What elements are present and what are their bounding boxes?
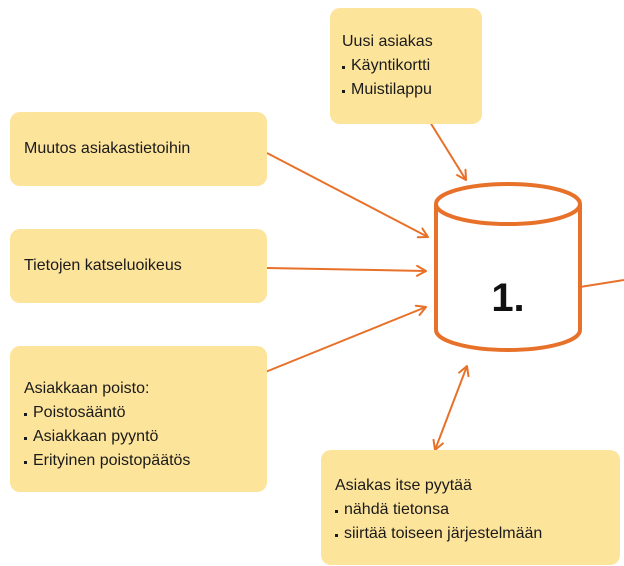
arrow-view [266,264,427,277]
list-item: siirtää toiseen järjestelmään [335,522,610,546]
customer-data-change-title: Muutos asiakastietoihin [24,140,191,157]
list-item: Käyntikortti [342,54,472,78]
list-item: Poistosääntö [24,401,257,425]
arrow-change [266,152,429,239]
arrow-delete [257,304,427,376]
customer-request-list: nähdä tietonsa siirtää toiseen järjestel… [335,498,610,546]
list-item: Muistilappu [342,78,472,102]
database-cylinder [434,182,582,352]
list-item: Erityinen poistopäätös [24,449,257,473]
new-customer-box: Uusi asiakas Käyntikortti Muistilappu [330,8,482,124]
new-customer-list: Käyntikortti Muistilappu [342,54,472,102]
arrow-new-customer [424,113,467,181]
view-rights-box: Tietojen katseluoikeus [10,229,267,303]
new-customer-title: Uusi asiakas [342,33,433,50]
customer-deletion-list: Poistosääntö Asiakkaan pyyntö Erityinen … [24,401,257,473]
arrow-request-bidirectional [432,365,470,451]
view-rights-title: Tietojen katseluoikeus [24,257,182,274]
list-item: nähdä tietonsa [335,498,610,522]
customer-request-title: Asiakas itse pyytää [335,476,472,494]
database-label: 1. [491,276,525,320]
customer-deletion-box: Asiakkaan poisto: Poistosääntö Asiakkaan… [10,346,267,492]
outgoing-line [579,279,624,288]
customer-request-box: Asiakas itse pyytää nähdä tietonsa siirt… [321,450,620,565]
customer-deletion-title: Asiakkaan poisto: [24,380,150,397]
customer-data-change-box: Muutos asiakastietoihin [10,112,267,186]
list-item: Asiakkaan pyyntö [24,425,257,449]
